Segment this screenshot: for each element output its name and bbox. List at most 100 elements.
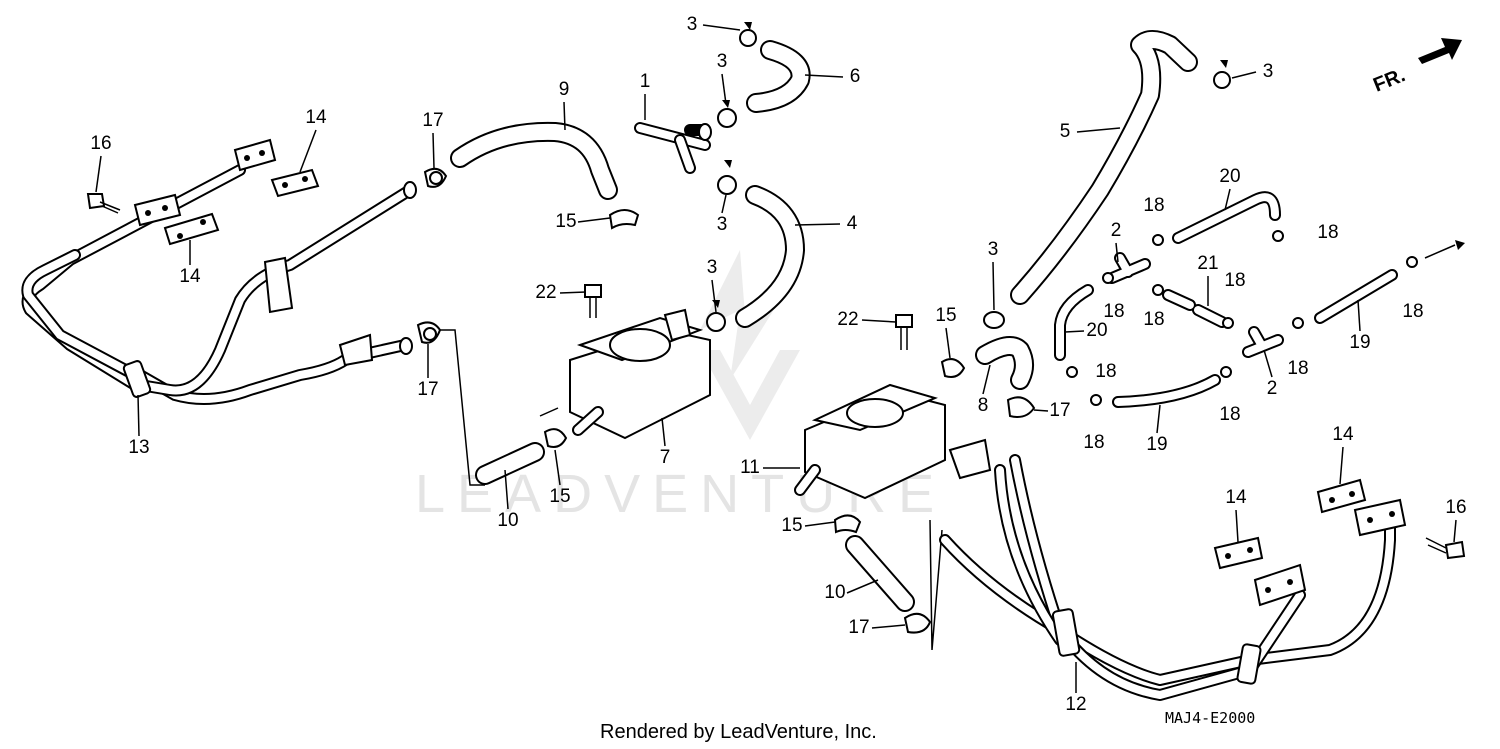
gasket-14-right-upper bbox=[1316, 478, 1367, 514]
callout-18-b: 18 bbox=[1317, 222, 1338, 243]
leader-lines-right bbox=[929, 519, 943, 651]
clamp-3-upper-mid bbox=[717, 100, 737, 128]
callout-18-h: 18 bbox=[1095, 361, 1116, 382]
callout-17-lower-left: 17 bbox=[417, 379, 438, 400]
clamp-3-top bbox=[739, 22, 757, 47]
clamp-15-left bbox=[543, 428, 568, 448]
clips-18 bbox=[1066, 230, 1418, 406]
callout-15-right: 15 bbox=[935, 305, 956, 326]
hose-21 bbox=[1162, 289, 1228, 328]
callout-labels: 1 2 2 3 3 3 3 3 3 4 5 6 7 8 9 10 10 11 bbox=[90, 14, 1466, 715]
diagram-code: MAJ4-E2000 bbox=[1165, 709, 1255, 727]
clamp-3-right-mid bbox=[983, 311, 1005, 329]
callout-16-left: 16 bbox=[90, 133, 111, 154]
callout-7: 7 bbox=[660, 447, 671, 468]
callout-20-upper: 20 bbox=[1219, 166, 1240, 187]
callout-3-top: 3 bbox=[687, 14, 698, 35]
hose-4 bbox=[735, 185, 805, 328]
callout-18-a: 18 bbox=[1143, 195, 1164, 216]
hose-10-left bbox=[475, 442, 545, 485]
front-direction-indicator: FR. bbox=[1370, 38, 1462, 97]
footer-credit: Rendered by LeadVenture, Inc. bbox=[600, 721, 877, 743]
callout-22-right: 22 bbox=[837, 309, 858, 330]
clamp-3-right-top bbox=[1213, 60, 1231, 89]
hose-20-upper bbox=[1172, 191, 1281, 244]
callout-6: 6 bbox=[850, 66, 861, 87]
callout-18-e: 18 bbox=[1224, 270, 1245, 291]
clamp-15-lower bbox=[833, 514, 862, 534]
callout-8: 8 bbox=[978, 395, 989, 416]
front-direction-label: FR. bbox=[1370, 64, 1408, 96]
callout-15-upper: 15 bbox=[555, 211, 576, 232]
callout-12: 12 bbox=[1065, 694, 1086, 715]
callout-9: 9 bbox=[559, 79, 570, 100]
t-joint-1 bbox=[634, 122, 712, 174]
callout-14-left-lower: 14 bbox=[179, 266, 201, 287]
callout-14-left-upper: 14 bbox=[305, 107, 327, 128]
callout-16-right: 16 bbox=[1445, 497, 1466, 518]
callout-3-upper: 3 bbox=[717, 51, 728, 72]
bolt-22-left bbox=[584, 284, 602, 318]
bolt-16-left bbox=[86, 193, 121, 214]
callout-2-lower: 2 bbox=[1267, 378, 1278, 399]
callout-17-right-lower: 17 bbox=[848, 617, 869, 638]
callout-18-j: 18 bbox=[1219, 404, 1240, 425]
hose-20-lower bbox=[1054, 284, 1094, 361]
callout-14-right-upper: 14 bbox=[1332, 424, 1354, 445]
callout-18-g: 18 bbox=[1402, 301, 1423, 322]
callout-18-d: 18 bbox=[1143, 309, 1164, 330]
t-joint-2-lower bbox=[1242, 326, 1284, 358]
clamp-17-right-lower bbox=[903, 612, 932, 634]
callout-18-c: 18 bbox=[1103, 301, 1124, 322]
gasket-14-left-lower bbox=[163, 212, 220, 246]
clamp-17-lower-left bbox=[416, 321, 442, 344]
clamp-3-low bbox=[706, 300, 726, 332]
callout-11: 11 bbox=[740, 457, 760, 478]
callout-15-left: 15 bbox=[549, 486, 570, 507]
valve-7 bbox=[569, 308, 711, 440]
callout-22-left: 22 bbox=[535, 282, 556, 303]
front-arrow-icon bbox=[1418, 38, 1462, 64]
callout-15-lower: 15 bbox=[781, 515, 802, 536]
leader-lines-left bbox=[440, 329, 559, 486]
callout-14-right-middle: 14 bbox=[1225, 487, 1247, 508]
callout-21: 21 bbox=[1197, 253, 1218, 274]
hose-6 bbox=[746, 40, 811, 113]
hose-8 bbox=[975, 336, 1034, 390]
valve-11 bbox=[794, 383, 992, 500]
callout-5: 5 bbox=[1060, 121, 1071, 142]
callout-1: 1 bbox=[640, 71, 651, 92]
callout-10-left: 10 bbox=[497, 510, 518, 531]
pipe-assembly-12 bbox=[939, 454, 1407, 701]
clamp-15-upper bbox=[608, 209, 640, 230]
clamp-17-right-upper bbox=[1006, 396, 1036, 418]
callout-4: 4 bbox=[847, 213, 858, 234]
callout-2-upper: 2 bbox=[1111, 220, 1122, 241]
callout-13: 13 bbox=[128, 437, 149, 458]
callout-3-right-top: 3 bbox=[1263, 61, 1274, 82]
callout-17-right-upper: 17 bbox=[1049, 400, 1070, 421]
hose-19-upper bbox=[1314, 240, 1465, 324]
callout-10-right: 10 bbox=[824, 582, 845, 603]
pipe-assembly-13 bbox=[21, 138, 417, 405]
t-joint-2-upper bbox=[1106, 252, 1151, 284]
gasket-14-left-upper bbox=[270, 168, 320, 198]
hose-19-lower bbox=[1112, 374, 1221, 408]
clamp-17-upper bbox=[423, 167, 448, 188]
clamp-15-right bbox=[940, 358, 966, 378]
callout-18-i: 18 bbox=[1083, 432, 1104, 453]
gasket-14-right-middle bbox=[1213, 536, 1264, 570]
callout-3-right-mid: 3 bbox=[988, 239, 999, 260]
callout-19-lower: 19 bbox=[1146, 434, 1167, 455]
callout-3-mid: 3 bbox=[717, 214, 728, 235]
hose-5 bbox=[1010, 30, 1198, 305]
hose-9 bbox=[450, 121, 618, 200]
bolt-22-right bbox=[895, 314, 913, 350]
bolt-16-right bbox=[1425, 537, 1466, 560]
callout-18-f: 18 bbox=[1287, 358, 1308, 379]
callout-19-upper: 19 bbox=[1349, 332, 1370, 353]
callout-3-low: 3 bbox=[707, 257, 718, 278]
callout-20-lower: 20 bbox=[1086, 320, 1107, 341]
callout-17-upper: 17 bbox=[422, 110, 443, 131]
